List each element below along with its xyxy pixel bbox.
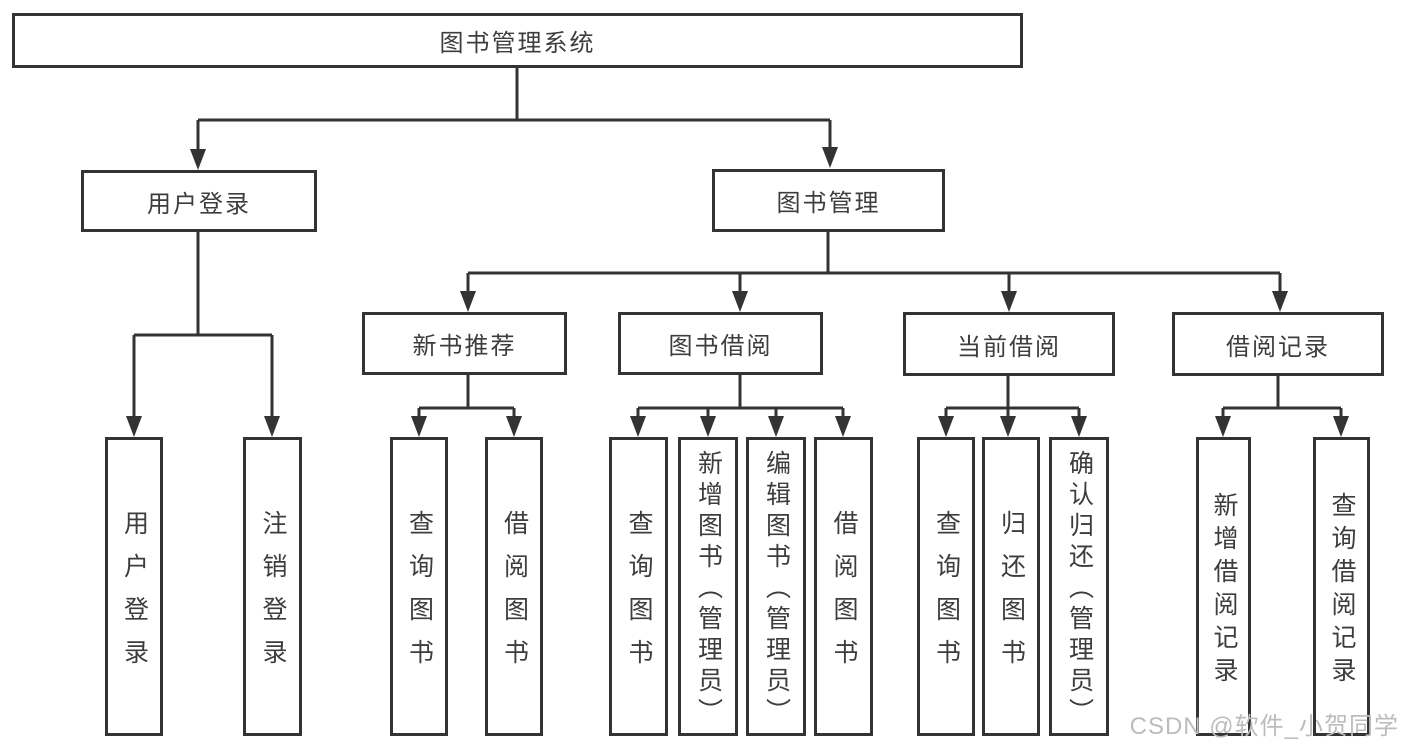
node-label: 确认归还（管理员） bbox=[1065, 450, 1094, 729]
leaf-confirm-return-admin: 确认归还（管理员） bbox=[1049, 437, 1109, 736]
node-label: 注销登录 bbox=[259, 509, 287, 682]
node-label: 当前借阅 bbox=[957, 333, 1061, 361]
node-label: 借阅图书 bbox=[500, 509, 529, 682]
leaf-edit-books-admin: 编辑图书（管理员） bbox=[746, 437, 806, 736]
leaf-add-books-admin: 新增图书（管理员） bbox=[678, 437, 738, 736]
node-label: 查询图书 bbox=[405, 509, 434, 682]
node-label: 图书管理系统 bbox=[439, 30, 596, 57]
leaf-logout: 注销登录 bbox=[243, 437, 302, 736]
node-label: 借阅记录 bbox=[1226, 333, 1330, 361]
leaf-query-books: 查询图书 bbox=[609, 437, 668, 736]
node-book-borrowing: 图书借阅 bbox=[618, 312, 823, 375]
node-label: 归还图书 bbox=[997, 509, 1026, 682]
node-label: 查询图书 bbox=[625, 509, 653, 682]
node-current-borrowing: 当前借阅 bbox=[903, 312, 1115, 376]
arrowheads bbox=[126, 147, 1349, 437]
node-library-management-system: 图书管理系统 bbox=[12, 13, 1023, 68]
node-label: 新增借阅记录 bbox=[1210, 491, 1238, 690]
node-new-book-recommendation: 新书推荐 bbox=[362, 312, 567, 375]
leaf-borrow-books: 借阅图书 bbox=[485, 437, 543, 736]
node-book-management: 图书管理 bbox=[712, 169, 945, 232]
node-borrowing-records: 借阅记录 bbox=[1172, 312, 1384, 376]
leaf-query-borrow-record: 查询借阅记录 bbox=[1313, 437, 1370, 736]
node-label: 查询借阅记录 bbox=[1328, 491, 1356, 690]
node-label: 借阅图书 bbox=[830, 509, 858, 682]
node-label: 新增图书（管理员） bbox=[694, 450, 723, 729]
node-label: 新书推荐 bbox=[412, 333, 517, 360]
node-label: 图书管理 bbox=[776, 190, 881, 217]
node-label: 用户登录 bbox=[147, 190, 251, 218]
leaf-borrow-books: 借阅图书 bbox=[814, 437, 873, 736]
node-label: 查询图书 bbox=[932, 509, 961, 682]
leaf-query-books: 查询图书 bbox=[390, 437, 448, 736]
node-label: 图书借阅 bbox=[668, 333, 773, 360]
node-label: 用户登录 bbox=[120, 509, 149, 682]
leaf-add-borrow-record: 新增借阅记录 bbox=[1196, 437, 1251, 736]
node-user-login: 用户登录 bbox=[81, 170, 317, 232]
leaf-query-books: 查询图书 bbox=[917, 437, 975, 736]
csdn-watermark: CSDN @软件_小贺同学 bbox=[1129, 713, 1399, 740]
leaf-user-login: 用户登录 bbox=[105, 437, 163, 736]
node-label: 编辑图书（管理员） bbox=[762, 450, 791, 729]
leaf-return-books: 归还图书 bbox=[982, 437, 1040, 736]
